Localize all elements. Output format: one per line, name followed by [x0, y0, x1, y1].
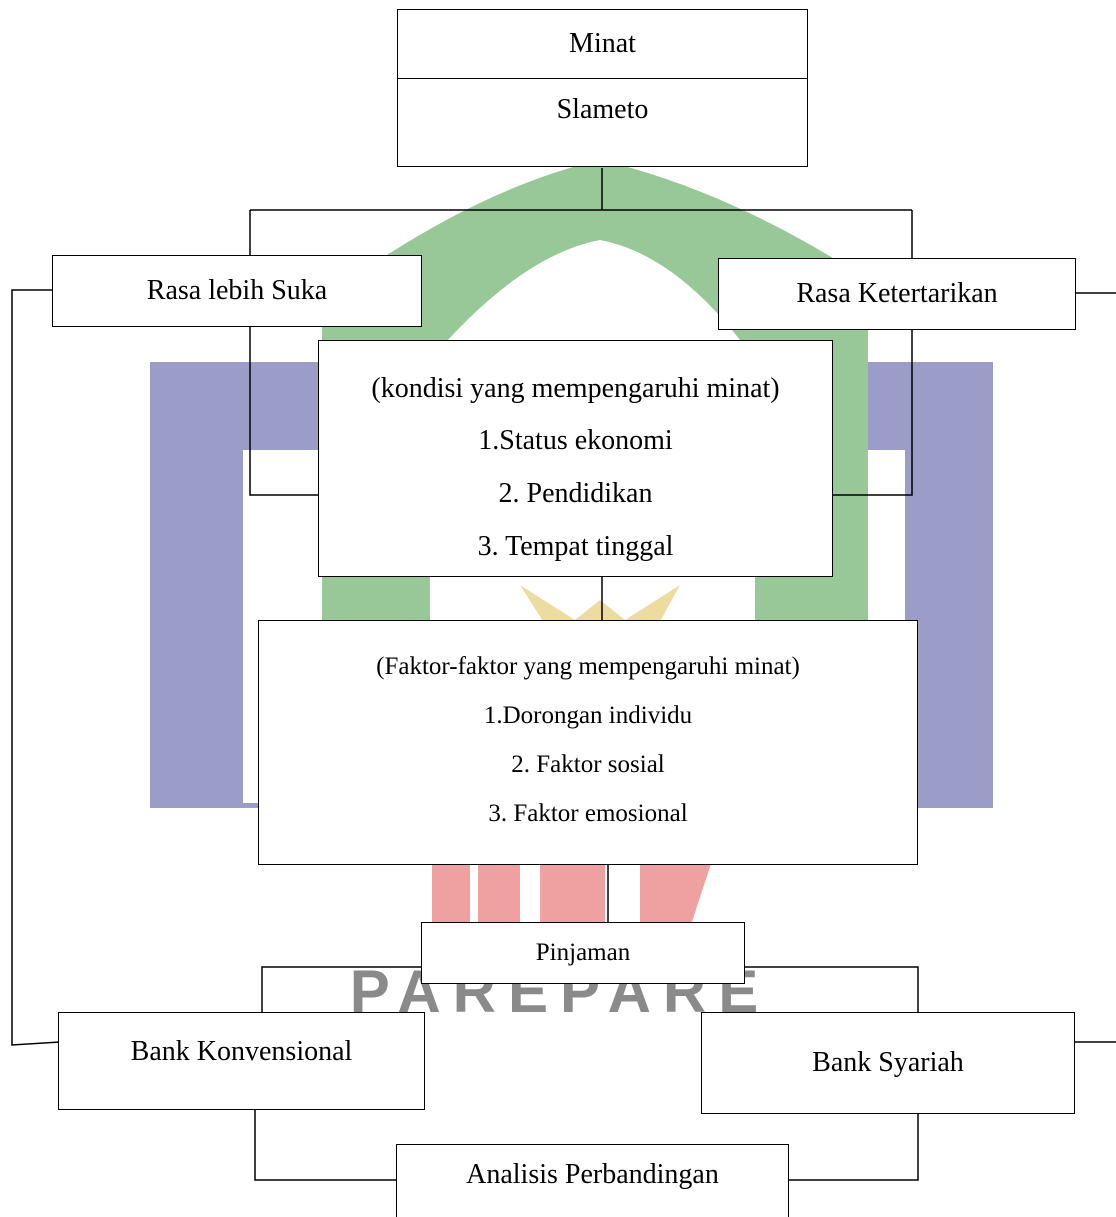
- factors-box: (Faktor-faktor yang mempengaruhi minat) …: [258, 620, 918, 865]
- factors-item: 2. Faktor sosial: [511, 751, 665, 778]
- pinjaman-box: Pinjaman: [421, 922, 745, 984]
- rasa-ketertarikan-box: Rasa Ketertarikan: [718, 258, 1076, 330]
- rasa-lebih-suka-box: Rasa lebih Suka: [52, 255, 422, 327]
- rasa-ketertarikan-label: Rasa Ketertarikan: [796, 278, 998, 309]
- pinjaman-label: Pinjaman: [535, 939, 631, 966]
- minat-subtitle: Slameto: [556, 94, 649, 125]
- bank-konvensional-box: Bank Konvensional: [58, 1012, 425, 1110]
- minat-divider: [398, 78, 807, 79]
- factors-item: 1.Dorongan individu: [483, 702, 693, 729]
- factors-heading: (Faktor-faktor yang mempengaruhi minat): [376, 653, 800, 680]
- conditions-item: 1.Status ekonomi: [478, 425, 673, 456]
- conditions-heading: (kondisi yang mempengaruhi minat): [371, 373, 780, 404]
- minat-title: Minat: [569, 28, 636, 59]
- bank-syariah-label: Bank Syariah: [812, 1047, 964, 1078]
- rasa-lebih-suka-label: Rasa lebih Suka: [146, 275, 328, 306]
- bank-syariah-box: Bank Syariah: [701, 1012, 1075, 1114]
- minat-box: Minat Slameto: [397, 9, 808, 167]
- conditions-item: 3. Tempat tinggal: [477, 531, 674, 562]
- factors-item: 3. Faktor emosional: [488, 800, 688, 827]
- analisis-label: Analisis Perbandingan: [466, 1159, 719, 1190]
- analisis-box: Analisis Perbandingan: [396, 1144, 789, 1217]
- conditions-box: (kondisi yang mempengaruhi minat) 1.Stat…: [318, 340, 833, 577]
- bank-konvensional-label: Bank Konvensional: [130, 1036, 353, 1067]
- conditions-item: 2. Pendidikan: [498, 478, 653, 509]
